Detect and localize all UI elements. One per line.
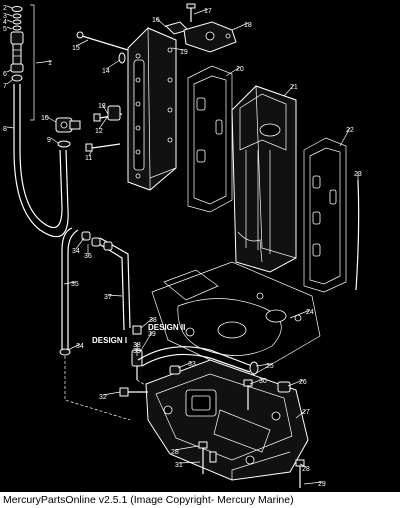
callout-39: 39	[133, 348, 141, 355]
leader-line	[88, 149, 93, 157]
callout-27: 27	[302, 409, 310, 416]
callout-24: 24	[306, 309, 314, 316]
leader-line	[193, 8, 209, 15]
hose	[13, 84, 69, 238]
leader-line	[255, 363, 271, 367]
copyright-footer: MercuryPartsOnline v2.5.1 (Image Copyrig…	[0, 492, 400, 508]
leader-line	[178, 461, 201, 464]
exhaust-cover-plate	[127, 27, 177, 191]
leader-line	[75, 39, 89, 47]
leader-line	[140, 317, 154, 329]
elbow-fitting	[55, 117, 81, 148]
callout-22: 22	[346, 127, 354, 134]
callout-16: 16	[152, 17, 160, 24]
callout-32: 32	[99, 394, 107, 401]
gasket	[187, 65, 233, 213]
leader-line	[107, 294, 123, 297]
leader-line	[75, 237, 85, 250]
callout-28: 28	[171, 449, 179, 456]
leader-line	[6, 69, 12, 73]
leader-line	[225, 66, 241, 77]
callout-5: 5	[3, 26, 7, 33]
callout-36: 36	[84, 253, 92, 260]
leader-line	[249, 378, 264, 385]
leader-line	[44, 115, 57, 123]
callout-26: 26	[299, 379, 307, 386]
callout-33: 33	[188, 361, 196, 368]
callout-15: 15	[72, 45, 80, 52]
callout-39: 39	[148, 331, 156, 338]
bolt	[81, 35, 129, 51]
callout-14: 14	[102, 68, 110, 75]
driveshaft-housing-adapter	[145, 359, 309, 481]
callout-34: 34	[72, 248, 80, 255]
fitting-stack	[10, 6, 24, 82]
callout-1: 1	[48, 60, 52, 67]
leader-line	[6, 13, 13, 17]
leader-line	[6, 126, 15, 129]
callout-30: 30	[259, 378, 267, 385]
leader-line	[67, 343, 81, 351]
callout-6: 6	[3, 71, 7, 78]
leader-line	[98, 115, 109, 130]
callout-4: 4	[3, 19, 7, 26]
leader-line	[139, 331, 153, 353]
callout-9: 9	[47, 137, 51, 144]
gasket-outer	[303, 137, 347, 293]
exhaust-divider	[231, 85, 297, 273]
leader-line	[177, 361, 193, 369]
leader-line	[287, 379, 304, 387]
callout-23: 23	[354, 171, 362, 178]
callout-20: 20	[236, 66, 244, 73]
callout-37: 37	[104, 294, 112, 301]
leader-line	[63, 281, 76, 285]
leader-line	[339, 127, 351, 147]
leader-line	[295, 409, 307, 419]
callout-12: 12	[95, 128, 103, 135]
callout-7: 7	[3, 83, 7, 90]
callout-13: 13	[98, 103, 106, 110]
callout-2: 2	[3, 5, 7, 12]
leader-line	[102, 391, 121, 396]
callout-28: 28	[302, 466, 310, 473]
callout-10: 10	[41, 115, 49, 122]
callout-17: 17	[204, 8, 212, 15]
callout-19: 19	[180, 49, 188, 56]
exploded-view-drawing: 1234567891011121314151617181920212223242…	[3, 3, 362, 488]
callout-29: 29	[318, 481, 326, 488]
leader-line	[283, 84, 295, 97]
leader-line	[289, 309, 311, 319]
callout-34: 34	[76, 343, 84, 350]
seal-strip	[355, 179, 360, 291]
leader-line	[6, 26, 13, 30]
leader-line	[231, 22, 249, 31]
callout-38: 38	[133, 342, 141, 349]
leader-line	[155, 17, 167, 28]
callout-38: 38	[149, 317, 157, 324]
callout-3: 3	[3, 13, 7, 20]
leader-line	[299, 463, 307, 468]
callout-18: 18	[244, 22, 252, 29]
adapter-plate	[151, 261, 321, 379]
design-2-label: DESIGN II	[148, 323, 185, 332]
leader-line	[6, 79, 13, 85]
leader-line	[6, 5, 13, 9]
callout-35: 35	[71, 281, 79, 288]
leader-line	[174, 445, 199, 451]
callout-11: 11	[85, 155, 92, 162]
leader-line	[303, 481, 323, 485]
callout-25: 25	[266, 363, 274, 370]
leader-line	[105, 59, 121, 70]
leader-line	[50, 137, 59, 144]
leader-line	[101, 103, 109, 115]
leader-line	[171, 47, 185, 51]
leader-line	[6, 19, 13, 23]
callout-8: 8	[3, 126, 7, 133]
design-1-label: DESIGN I	[92, 336, 127, 345]
leader-line	[35, 60, 53, 64]
callout-31: 31	[175, 462, 183, 469]
callout-21: 21	[290, 84, 298, 91]
